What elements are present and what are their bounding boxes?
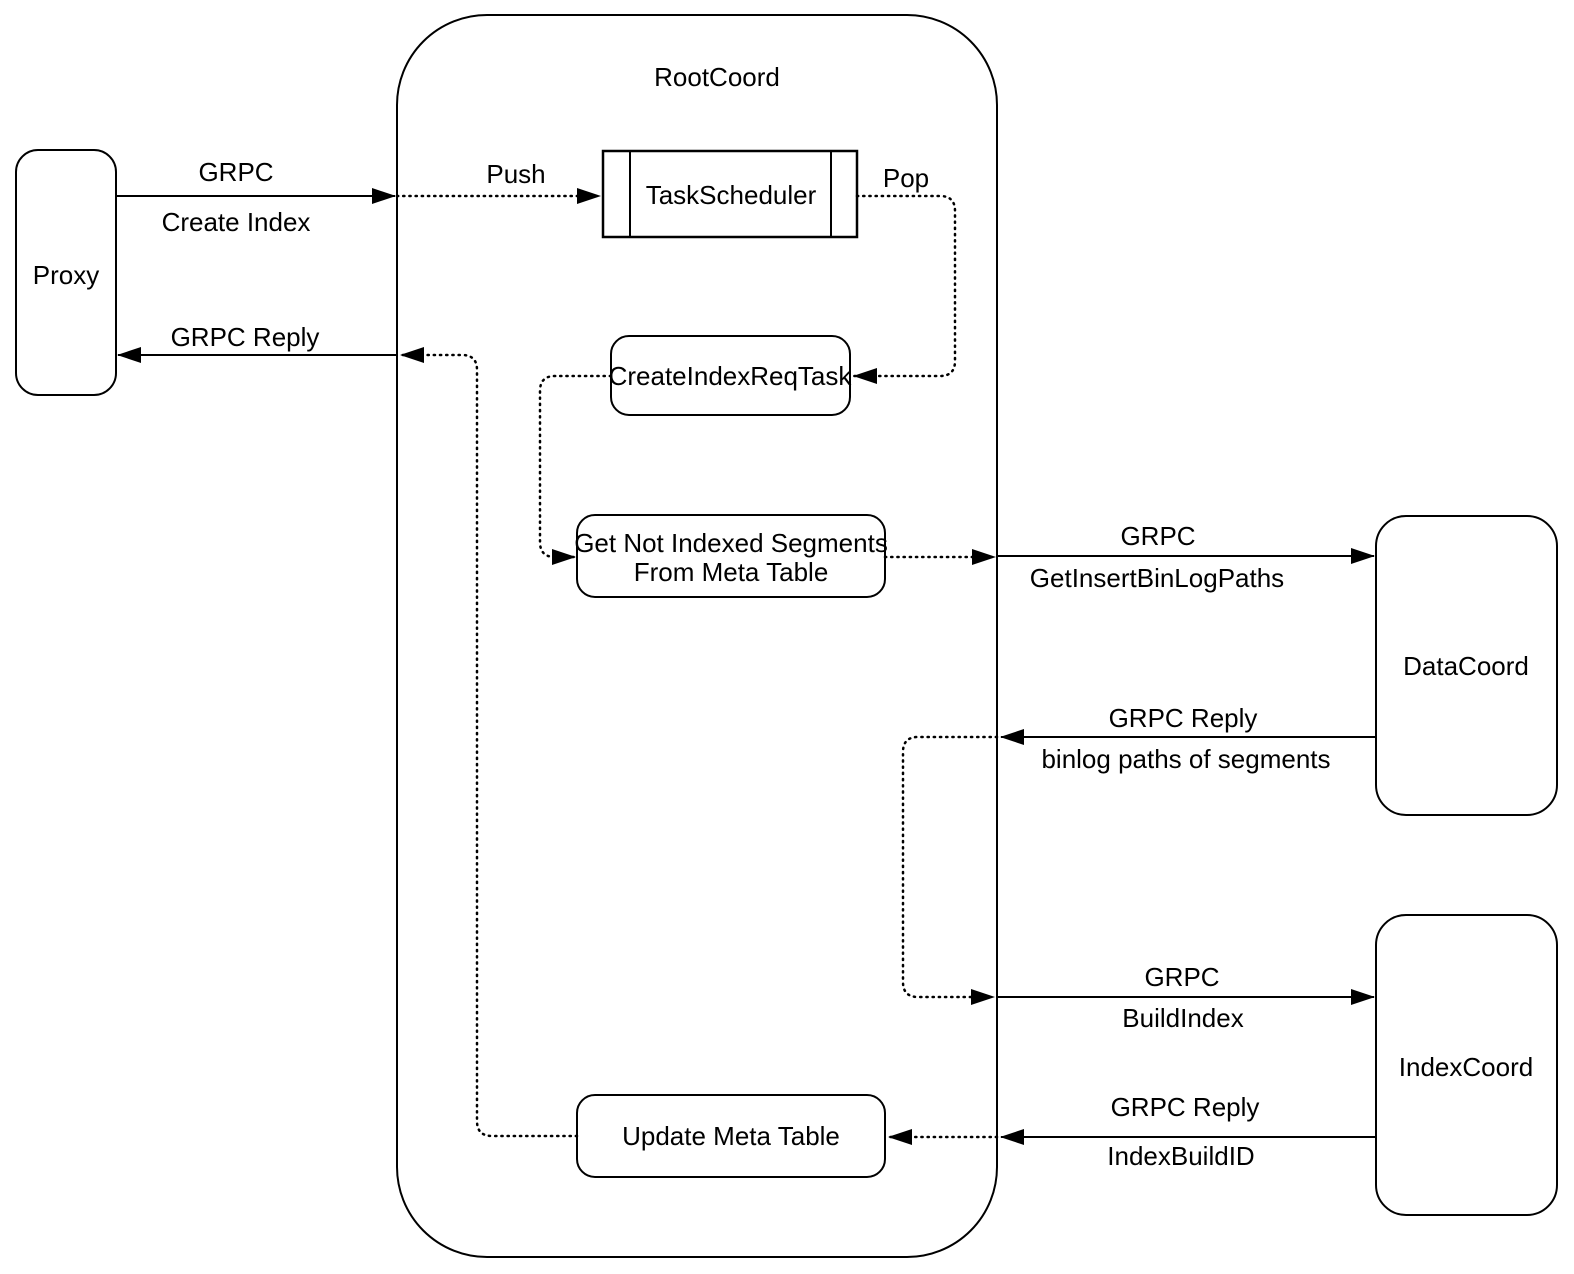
create-index-grpc-label: GRPC [198, 157, 273, 187]
get-insert-binlog-grpc-label: GRPC [1120, 521, 1195, 551]
binlog-reply-label: binlog paths of segments [1041, 744, 1330, 774]
proxy-label: Proxy [33, 260, 99, 290]
create-index-req-task-label: CreateIndexReqTask [609, 361, 853, 391]
build-index-grpc-label: GRPC [1144, 962, 1219, 992]
taskscheduler-label: TaskScheduler [646, 180, 817, 210]
datacoord-label: DataCoord [1403, 651, 1529, 681]
proxy-node [15, 149, 117, 396]
get-not-indexed-segments-label-line1: Get Not Indexed Segments [574, 528, 888, 558]
index-build-id-label: IndexBuildID [1107, 1141, 1254, 1171]
rootcoord-container [396, 14, 998, 1258]
taskscheduler-node [601, 149, 859, 239]
pop-arrow [852, 194, 957, 384]
update-meta-table-label: Update Meta Table [622, 1121, 840, 1151]
push-label: Push [486, 159, 545, 189]
create-task-to-get-segments-arrow [538, 374, 613, 565]
build-index-label: BuildIndex [1122, 1003, 1243, 1033]
datacoord-node [1375, 515, 1558, 816]
create-index-label: Create Index [162, 207, 311, 237]
indexcoord-node [1375, 914, 1558, 1216]
pop-label: Pop [883, 163, 929, 193]
get-not-indexed-segments-label-line2: From Meta Table [634, 557, 829, 587]
index-build-id-grpc-reply-label: GRPC Reply [1111, 1092, 1260, 1122]
update-meta-to-reply-connector [399, 347, 579, 1138]
grpc-reply-to-proxy-label: GRPC Reply [171, 322, 320, 352]
binlog-to-buildindex-connector [901, 735, 999, 1005]
binlog-reply-grpc-label: GRPC Reply [1109, 703, 1258, 733]
get-insert-binlog-paths-label: GetInsertBinLogPaths [1030, 563, 1284, 593]
indexcoord-label: IndexCoord [1399, 1052, 1533, 1082]
rootcoord-label: RootCoord [654, 62, 780, 92]
